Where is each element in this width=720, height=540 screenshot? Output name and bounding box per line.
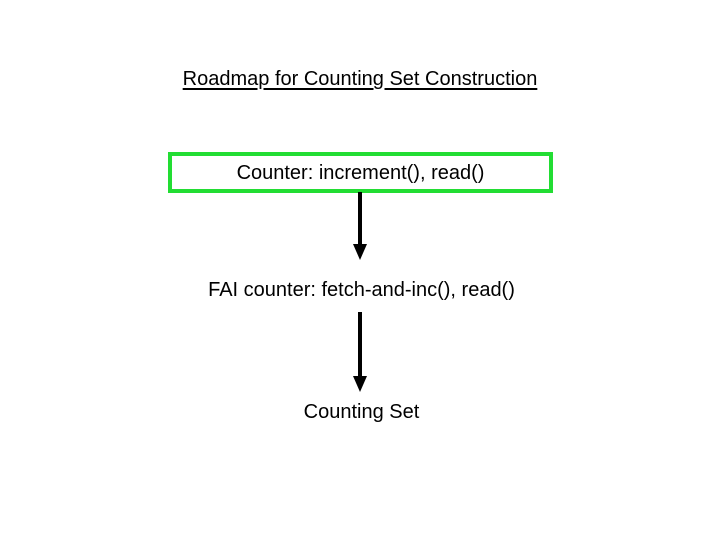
down-arrow-icon [344,312,376,392]
node-counter[interactable]: Counter: increment(), read() [168,152,553,193]
node-counting-set[interactable]: Counting Set [0,400,720,424]
node-fai-counter[interactable]: FAI counter: fetch-and-inc(), read() [0,278,720,302]
node-counter-label: Counter: increment(), read() [236,161,485,184]
node-counting-set-label: Counting Set [303,401,420,423]
page-title: Roadmap for Counting Set Construction [0,66,720,92]
down-arrow-icon [344,192,376,260]
node-fai-counter-label: FAI counter: fetch-and-inc(), read() [208,279,515,301]
page-title-text: Roadmap for Counting Set Construction [182,68,538,90]
